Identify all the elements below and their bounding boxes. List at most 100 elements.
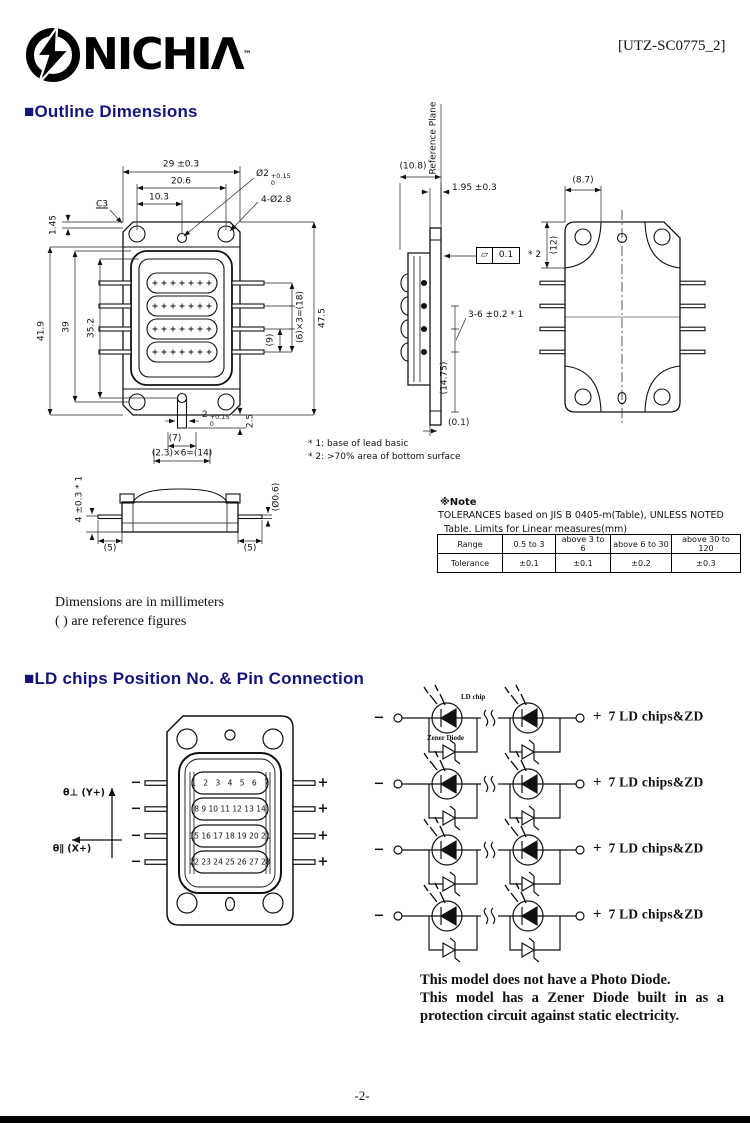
model-description: This model does not have a Photo Diode. …	[420, 972, 724, 1026]
cell-tol-4: ±0.3	[671, 553, 741, 573]
cell-tol-2: ±0.1	[555, 553, 611, 573]
pkg-plus-2: +	[317, 801, 329, 817]
circuit-plus-1: +	[593, 708, 602, 725]
dim-front-h3: 35.2	[86, 317, 97, 339]
scan-edge-bar	[0, 1116, 750, 1123]
circuit-row-text-3: 7 LD chips&ZD	[608, 840, 704, 856]
units-note-line1: Dimensions are in millimeters	[55, 595, 225, 610]
footnote-2: * 2: >70% area of bottom surface	[308, 452, 461, 462]
front-view-drawing	[47, 166, 317, 464]
trademark-symbol: ™	[242, 50, 252, 60]
dim-side-depth: (10.8)	[399, 161, 427, 172]
circuit-row-label-1: + 7 LD chips&ZD	[593, 709, 703, 726]
dim-front-width-outer: 29 ±0.3	[162, 159, 200, 170]
flatness-value: 0.1	[498, 250, 514, 260]
chip-row-1: 1 2 3 4 5 6 7	[191, 778, 269, 788]
circuit-plus-2: +	[593, 774, 602, 791]
footnote-1: * 1: base of lead basic	[308, 439, 409, 449]
dim-front-tab: 1.45	[48, 214, 59, 236]
dim-front-width-mid: 20.6	[170, 176, 192, 187]
dim-back-side: (12)	[549, 235, 560, 255]
dim-side-flange: 1.95 ±0.3	[452, 183, 497, 193]
axis-arrows	[72, 788, 122, 858]
circuit-minus-3: −	[373, 842, 385, 858]
table-row: Range 0.5 to 3 above 3 to 6 above 6 to 3…	[437, 534, 741, 554]
chip-row-4: 22 23 24 25 26 27 28	[189, 857, 271, 867]
axis-y-label: θ⊥ (Y+)	[62, 787, 106, 799]
dim-front-h2: 39	[61, 321, 72, 333]
cell-range-1: 0.5 to 3	[502, 534, 556, 554]
dim-front-b1: (7)	[168, 433, 182, 444]
brand-wordmark: NICHIΛ	[82, 29, 245, 80]
cell-tol-3: ±0.2	[610, 553, 672, 573]
circuit-row-text-2: 7 LD chips&ZD	[608, 774, 704, 790]
chip-row-3: 15 16 17 18 19 20 21	[189, 831, 271, 841]
page-number: -2-	[354, 1088, 370, 1103]
dim-front-slot-depth: 2.5	[245, 413, 256, 429]
tol-bot: 0	[209, 420, 214, 429]
zener-diode-label: Zener Diode	[427, 734, 465, 742]
circuit-row-text-1: 7 LD chips&ZD	[608, 708, 704, 724]
dim-end-left: (5)	[103, 543, 117, 554]
circuit-diagram	[393, 684, 585, 963]
flatness-ref: * 2	[528, 250, 542, 260]
back-view-drawing	[539, 186, 706, 424]
dim-front-slot-main: 2	[202, 410, 208, 420]
units-note: Dimensions are in millimeters ( ) are re…	[55, 594, 224, 632]
pkg-minus-1: −	[130, 775, 142, 791]
pkg-minus-4: −	[130, 854, 142, 870]
units-note-line2: ( ) are reference figures	[55, 613, 187, 629]
section-title-outline: ■Outline Dimensions	[24, 102, 198, 121]
circuit-plus-4: +	[593, 906, 602, 923]
description-line1: This model does not have a Photo Diode.	[420, 972, 671, 988]
dim-side-leads: 3-6 ±0.2 * 1	[468, 310, 524, 320]
nichia-logo-icon	[26, 26, 80, 84]
dim-front-h1: 41.9	[36, 320, 47, 342]
dim-front-pitch: (9)	[265, 333, 276, 347]
cell-range: Range	[437, 534, 503, 554]
cell-range-3: above 6 to 30	[610, 534, 672, 554]
tol-top: +0.15	[209, 413, 230, 421]
circuit-minus-2: −	[373, 776, 385, 792]
circuit-minus-4: −	[373, 908, 385, 924]
circuit-minus-1: −	[373, 710, 385, 726]
table-title: Table. Limits for Linear measures(mm)	[444, 524, 628, 535]
circuit-plus-3: +	[593, 840, 602, 857]
pkg-minus-3: −	[130, 828, 142, 844]
dim-front-pitch-total: (6)×3=(18)	[295, 290, 306, 344]
description-line2: This model has a Zener Diode built in as…	[420, 989, 724, 1024]
circuit-row-label-3: + 7 LD chips&ZD	[593, 841, 703, 858]
cell-range-4: above 30 to 120	[671, 534, 741, 554]
circuit-row-label-2: + 7 LD chips&ZD	[593, 775, 703, 792]
dim-front-h-right: 47.5	[317, 307, 328, 329]
side-view-drawing	[399, 104, 476, 436]
ld-chip-label: LD chip	[461, 693, 486, 701]
label-reference-plane: Reference Plane	[428, 101, 439, 175]
flatness-callout: ▱ 0.1	[476, 247, 520, 264]
tol-bot: 0	[270, 179, 275, 188]
dim-side-gap: (0.1)	[448, 418, 470, 428]
cell-tol: Tolerance	[437, 553, 503, 573]
pin-package-drawing	[144, 715, 316, 926]
table-row: Tolerance ±0.1 ±0.1 ±0.2 ±0.3	[437, 553, 741, 573]
dim-side-lower: (14.75)	[439, 361, 450, 395]
circuit-row-text-4: 7 LD chips&ZD	[608, 906, 704, 922]
cell-range-2: above 3 to 6	[555, 534, 611, 554]
end-view-drawing	[86, 488, 272, 544]
section-title-pins: ■LD chips Position No. & Pin Connection	[24, 669, 365, 688]
pkg-plus-3: +	[317, 828, 329, 844]
dim-front-corner-holes: 4-Ø2.8	[261, 195, 292, 205]
circuit-row-label-4: + 7 LD chips&ZD	[593, 907, 703, 924]
doc-code: [UTZ-SC0775_2]	[618, 38, 726, 54]
pkg-plus-1: +	[317, 775, 329, 791]
dim-front-b2: (2.3)×6=(14)	[151, 448, 213, 459]
cell-tol-1: ±0.1	[502, 553, 556, 573]
dim-front-chamfer: C3	[95, 199, 109, 210]
axis-x-label: θ∥ (X+)	[52, 843, 92, 855]
dim-end-height: 4 ±0.3 * 1	[74, 475, 85, 523]
note-text: TOLERANCES based on JIS B 0405-m(Table),…	[438, 510, 724, 521]
